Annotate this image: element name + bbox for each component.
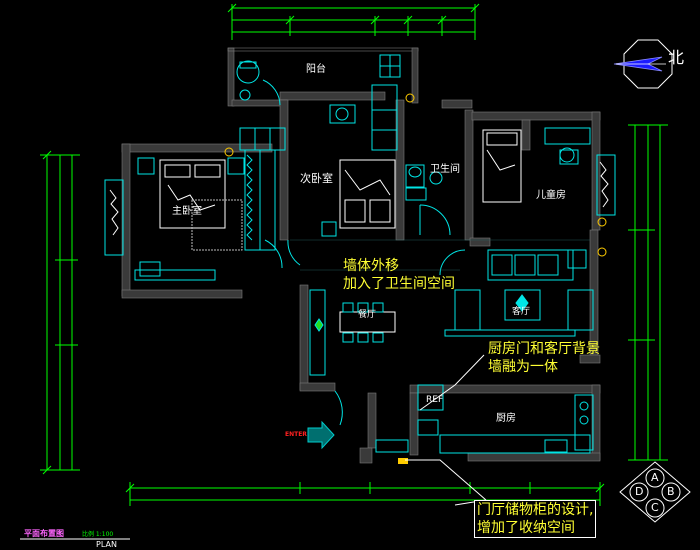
annotation-kitchen-door: 厨房门和客厅背景 墙融为一体 [488, 340, 600, 376]
furniture [104, 54, 616, 464]
section-mark-a: A [651, 471, 659, 484]
annotation-line: 墙融为一体 [488, 359, 558, 375]
section-key-icon [619, 461, 691, 523]
plan-scale: 比例 1:100 [82, 531, 114, 538]
section-markers [224, 93, 607, 257]
annotation-line: 增加了收纳空间 [477, 520, 575, 536]
room-label-living-room: 客厅 [512, 307, 531, 317]
section-mark-b: B [667, 485, 675, 498]
room-label-master-bedroom: 主卧室 [172, 206, 202, 217]
annotation-line: 门厅储物柜的设计, [477, 502, 594, 518]
ceiling-grid [290, 239, 590, 271]
plan-title: 平面布置图 [24, 529, 64, 538]
section-mark-d: D [635, 485, 644, 498]
room-label-kids-room: 儿童房 [536, 190, 566, 201]
annotation-line: 厨房门和客厅背景 [488, 341, 600, 357]
room-label-balcony: 阳台 [306, 64, 326, 75]
entry-label: ENTER [285, 431, 307, 438]
annotation-entry-storage: 门厅储物柜的设计, 增加了收纳空间 [474, 500, 597, 538]
room-label-kitchen: 厨房 [496, 413, 516, 424]
walls [121, 47, 601, 464]
compass-icon [613, 39, 673, 89]
annotation-line: 加入了卫生间空间 [343, 276, 455, 292]
compass-north-label: 北 [668, 48, 685, 67]
annotation-line: 墙体外移 [343, 258, 399, 274]
fridge-label: REF [426, 395, 444, 405]
annotation-wall-move: 墙体外移 加入了卫生间空间 [343, 257, 455, 293]
room-label-dining-room: 餐厅 [358, 310, 377, 320]
plan-en-label: PLAN [96, 540, 117, 549]
room-label-bathroom: 卫生间 [430, 164, 460, 175]
room-label-second-bedroom: 次卧室 [300, 172, 333, 185]
entry-arrow [307, 420, 335, 450]
section-mark-c: C [651, 501, 659, 514]
